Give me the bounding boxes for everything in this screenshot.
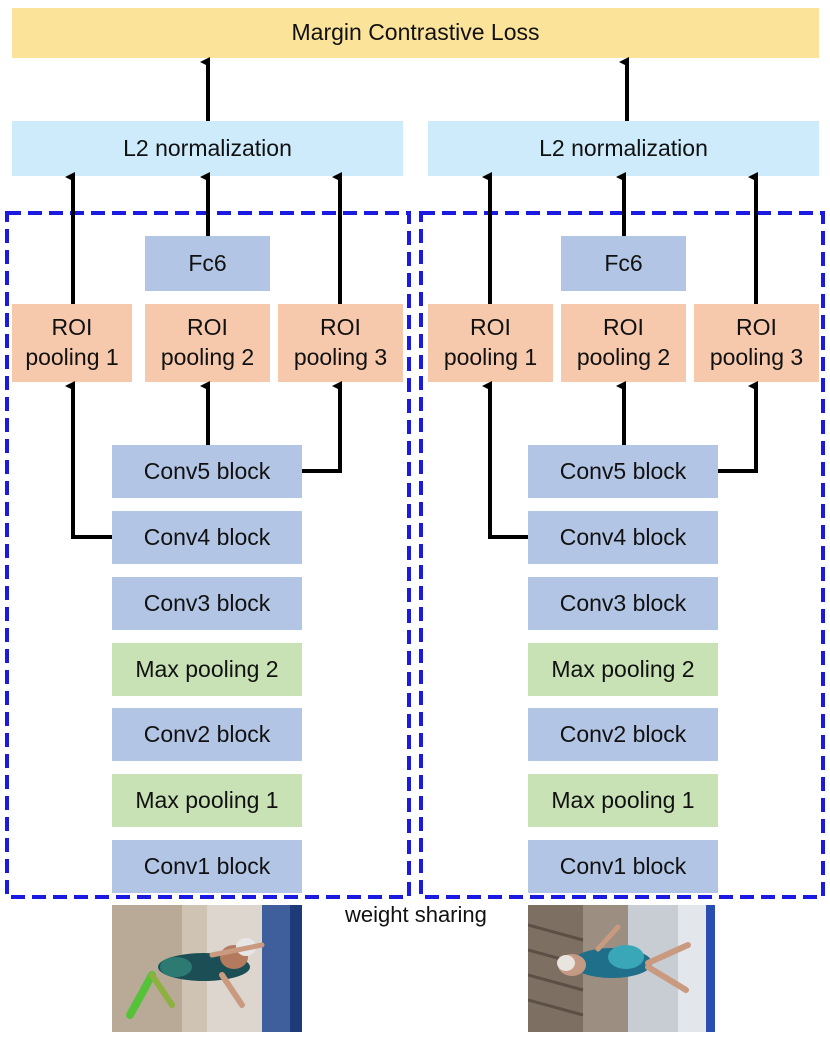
roi-line1: ROI <box>470 314 511 341</box>
roi-pooling-3-right: ROI pooling 3 <box>694 304 819 382</box>
layer-label: Conv3 block <box>143 589 271 616</box>
layer-label: Conv4 block <box>559 523 687 550</box>
roi-line2: pooling 3 <box>293 344 388 370</box>
conv3-block-right: Conv3 block <box>528 577 718 630</box>
layer-label: Conv1 block <box>559 852 687 879</box>
input-frame-left <box>112 905 302 1032</box>
roi-line2: pooling 1 <box>443 344 538 370</box>
conv4-block-left: Conv4 block <box>112 511 302 564</box>
conv1-block-left: Conv1 block <box>112 840 302 893</box>
arrow-conv4-to-roi1-left <box>65 381 112 539</box>
fc6-label-left: Fc6 <box>188 249 227 276</box>
arrow-conv5-to-roi3-right <box>718 381 758 473</box>
fc6-box-right: Fc6 <box>561 236 686 291</box>
layer-label: Max pooling 1 <box>135 786 279 813</box>
layer-label: Conv4 block <box>143 523 271 550</box>
conv4-block-right: Conv4 block <box>528 511 718 564</box>
roi-line2: pooling 2 <box>576 344 671 370</box>
layer-label: Conv5 block <box>559 457 687 484</box>
weight-sharing-caption: weight sharing <box>345 902 487 927</box>
max-pooling-1-right: Max pooling 1 <box>528 774 718 827</box>
roi-line2: pooling 2 <box>160 344 255 370</box>
conv2-block-left: Conv2 block <box>112 708 302 761</box>
layer-label: Conv5 block <box>143 457 271 484</box>
conv1-block-right: Conv1 block <box>528 840 718 893</box>
loss-label: Margin Contrastive Loss <box>291 19 540 46</box>
l2-label-right: L2 normalization <box>539 134 708 161</box>
layer-label: Max pooling 2 <box>135 655 279 682</box>
roi-pooling-1-right: ROI pooling 1 <box>428 304 553 382</box>
layer-label: Conv2 block <box>143 720 271 747</box>
roi-line1: ROI <box>603 314 644 341</box>
max-pooling-2-left: Max pooling 2 <box>112 643 302 696</box>
fc6-label-right: Fc6 <box>604 249 643 276</box>
fc6-box-left: Fc6 <box>145 236 270 291</box>
l2-normalization-box-right: L2 normalization <box>428 121 819 176</box>
conv3-block-left: Conv3 block <box>112 577 302 630</box>
roi-pooling-1-left: ROI pooling 1 <box>12 304 132 382</box>
layer-label: Max pooling 2 <box>551 655 695 682</box>
conv2-block-right: Conv2 block <box>528 708 718 761</box>
layer-label: Conv2 block <box>559 720 687 747</box>
layer-label: Conv3 block <box>559 589 687 616</box>
arrow-conv4-to-roi1-right <box>482 381 528 539</box>
margin-contrastive-loss-box: Margin Contrastive Loss <box>12 8 819 58</box>
shared-branch-frame-right <box>419 211 825 899</box>
roi-pooling-3-left: ROI pooling 3 <box>278 304 403 382</box>
athlete-photo-right <box>528 905 715 1032</box>
l2-normalization-box-left: L2 normalization <box>12 121 403 176</box>
arrow-conv5-to-roi3-left <box>302 381 342 473</box>
roi-line1: ROI <box>51 314 93 341</box>
roi-line1: ROI <box>736 314 777 341</box>
athlete-photo-left <box>112 905 302 1032</box>
roi-pooling-2-right: ROI pooling 2 <box>561 304 686 382</box>
layer-label: Conv1 block <box>143 852 271 879</box>
roi-line1: ROI <box>187 314 228 341</box>
roi-pooling-2-left: ROI pooling 2 <box>145 304 270 382</box>
conv5-block-left: Conv5 block <box>112 445 302 498</box>
layer-label: Max pooling 1 <box>551 786 695 813</box>
max-pooling-1-left: Max pooling 1 <box>112 774 302 827</box>
roi-line2: pooling 1 <box>25 344 119 370</box>
shared-branch-frame-left <box>5 211 411 899</box>
roi-line1: ROI <box>320 314 361 341</box>
roi-line2: pooling 3 <box>709 344 804 370</box>
max-pooling-2-right: Max pooling 2 <box>528 643 718 696</box>
input-frame-right <box>528 905 715 1032</box>
conv5-block-right: Conv5 block <box>528 445 718 498</box>
l2-label-left: L2 normalization <box>123 134 292 161</box>
